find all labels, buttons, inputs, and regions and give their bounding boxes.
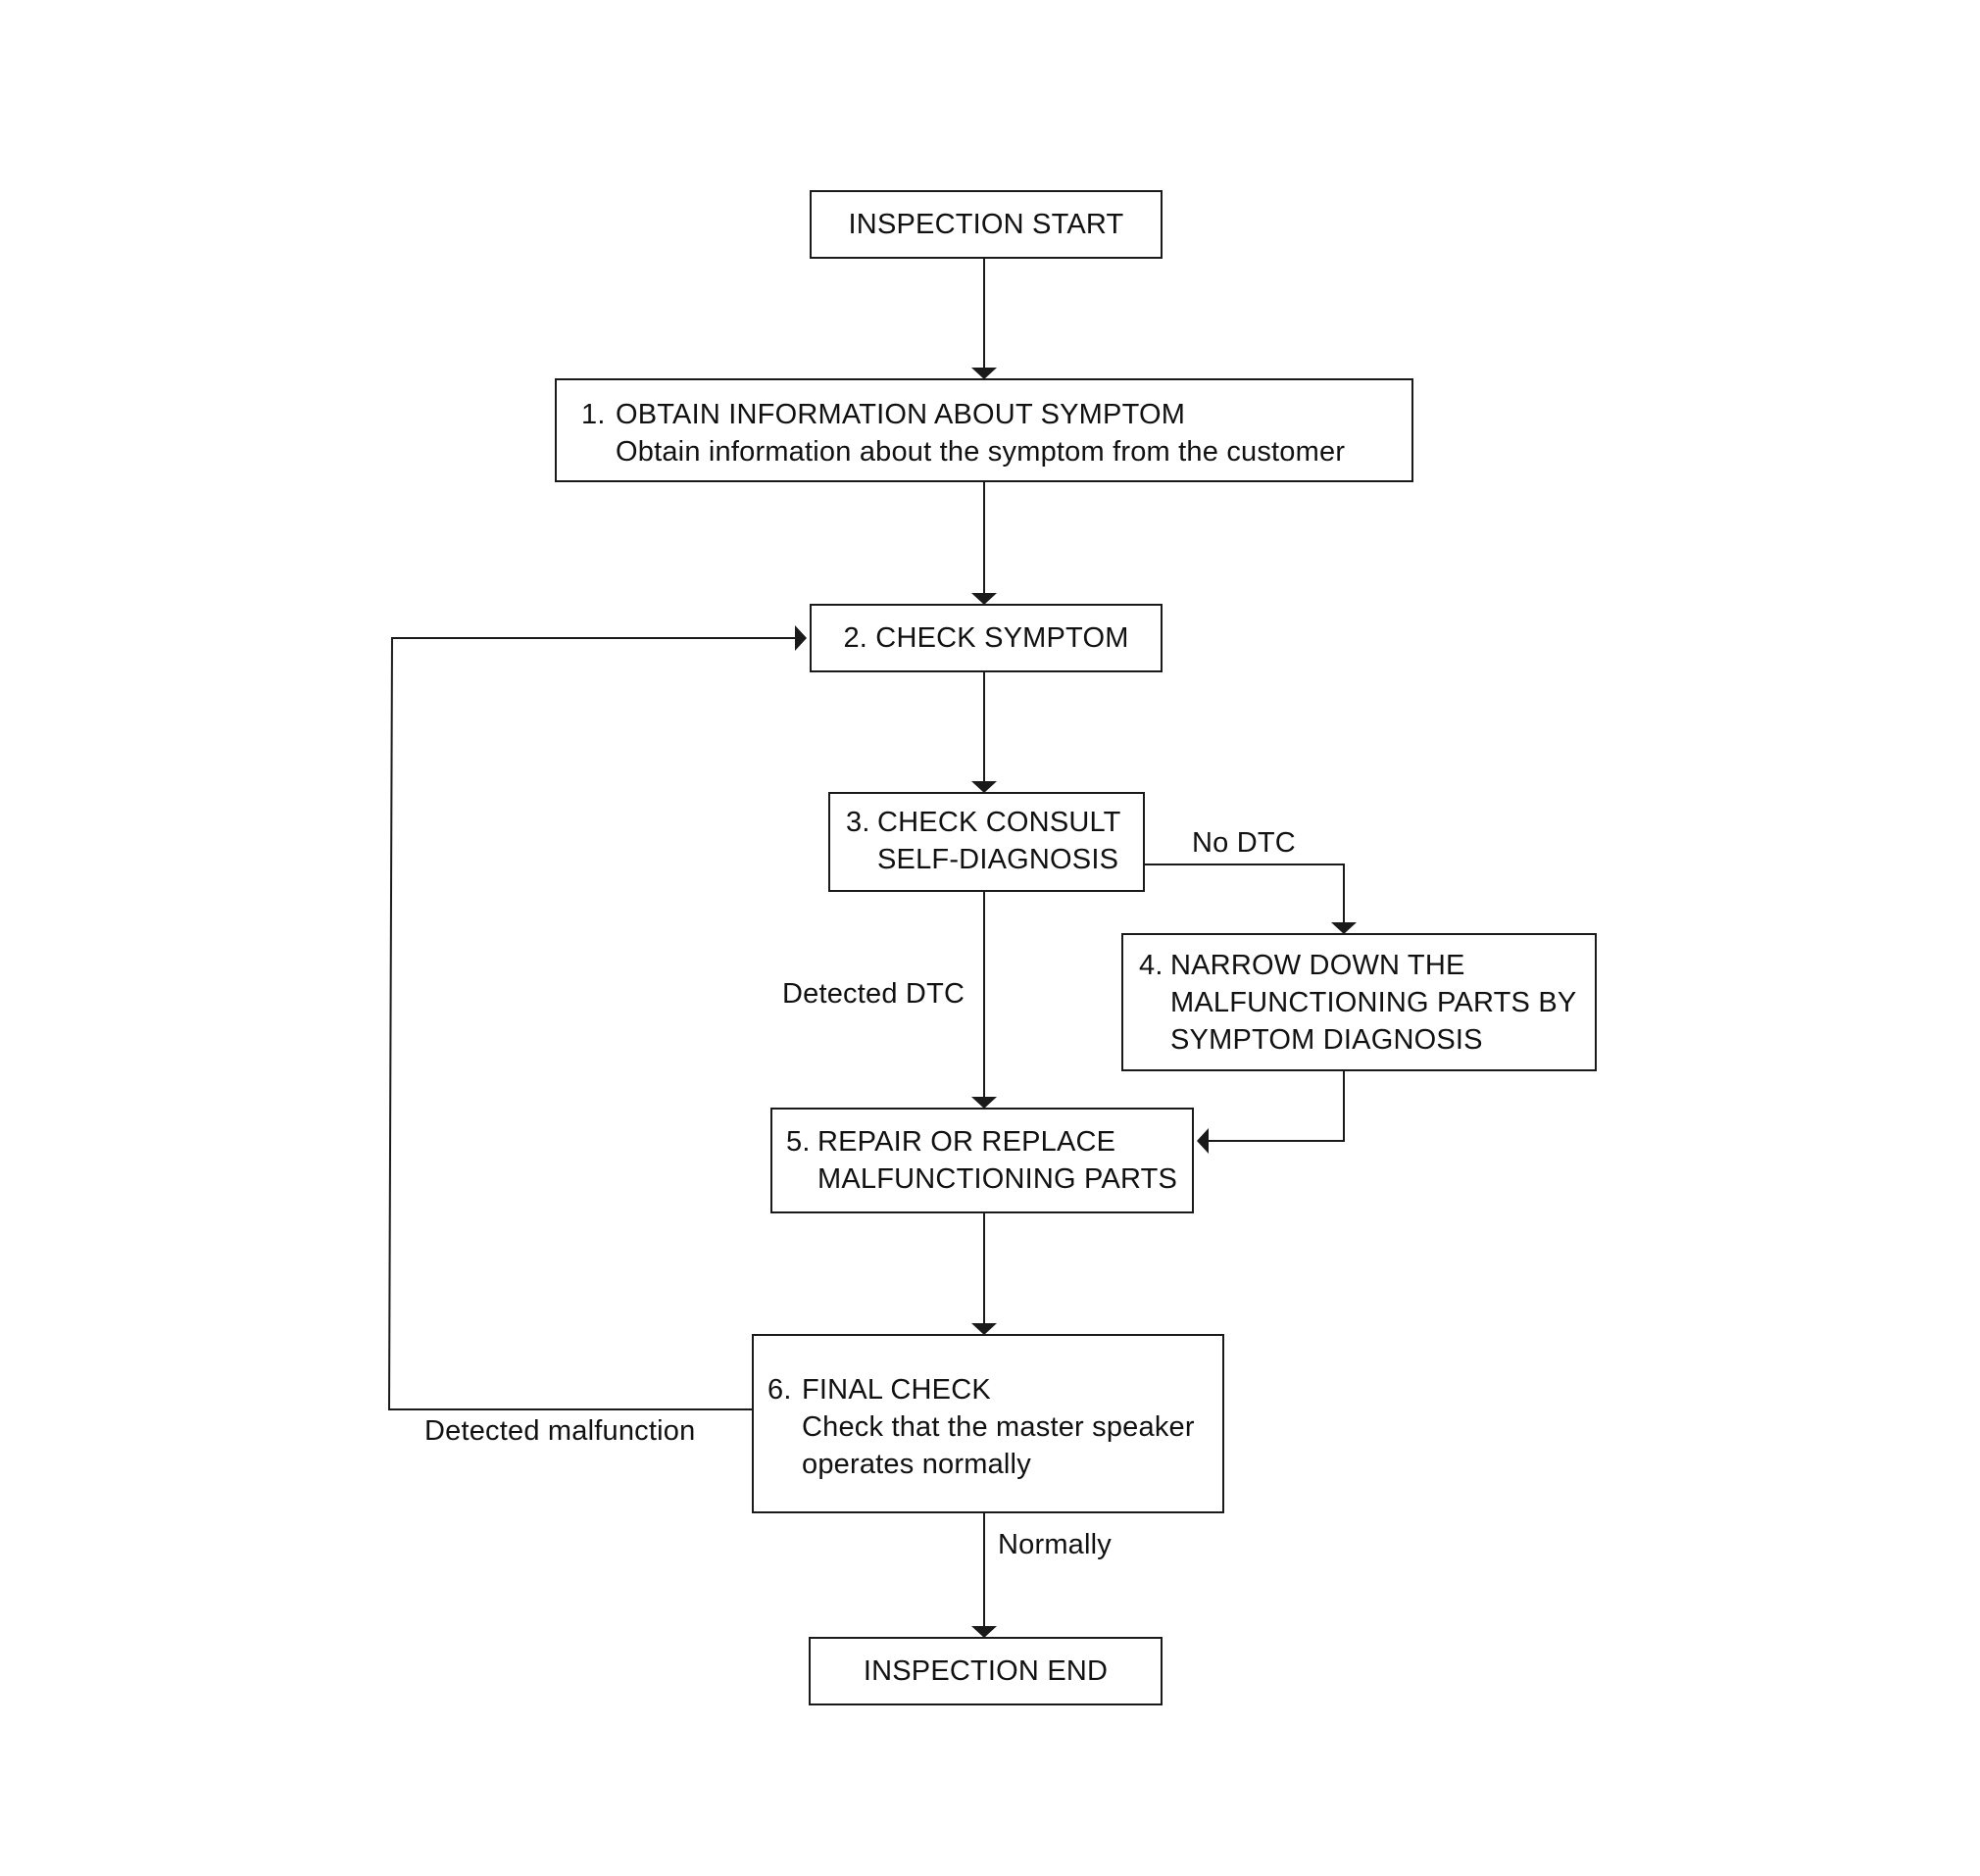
step6-detail-line2: operates normally [802, 1449, 1031, 1480]
inspection-start-label: INSPECTION START [848, 209, 1124, 240]
step4-box: 4. NARROW DOWN THE MALFUNCTIONING PARTS … [1121, 933, 1597, 1071]
step6-number: 6. [767, 1374, 792, 1406]
arrow-step3-to-step4 [1145, 864, 1357, 934]
step5-number: 5. [786, 1126, 811, 1158]
normally-label: Normally [998, 1529, 1112, 1560]
step4-line2: MALFUNCTIONING PARTS BY [1170, 987, 1577, 1018]
step6-detail-line1: Check that the master speaker [802, 1411, 1195, 1443]
step1-number: 1. [581, 399, 606, 430]
step5-box: 5. REPAIR OR REPLACE MALFUNCTIONING PART… [770, 1108, 1194, 1213]
step5-line2: MALFUNCTIONING PARTS [817, 1163, 1178, 1195]
step6-title: FINAL CHECK [802, 1374, 991, 1406]
step2-number: 2. [843, 622, 868, 654]
step2-title: CHECK SYMPTOM [875, 622, 1129, 654]
step1-detail: Obtain information about the symptom fro… [616, 436, 1346, 468]
arrow-step4-to-step5 [1197, 1071, 1345, 1154]
step4-line3: SYMPTOM DIAGNOSIS [1170, 1024, 1483, 1056]
inspection-start-box: INSPECTION START [810, 190, 1163, 259]
step3-box: 3. CHECK CONSULT SELF-DIAGNOSIS [828, 792, 1145, 892]
step3-line1: CHECK CONSULT [877, 807, 1121, 838]
detected-malfunction-label: Detected malfunction [424, 1415, 696, 1447]
step1-title: OBTAIN INFORMATION ABOUT SYMPTOM [616, 399, 1186, 430]
step3-number: 3. [846, 807, 870, 838]
inspection-end-label: INSPECTION END [863, 1655, 1109, 1687]
step4-number: 4. [1139, 950, 1163, 981]
step2-label: 2. CHECK SYMPTOM [843, 619, 1128, 657]
detected-dtc-label: Detected DTC [782, 978, 965, 1010]
step2-box: 2. CHECK SYMPTOM [810, 604, 1163, 672]
no-dtc-label: No DTC [1192, 827, 1296, 859]
step6-box: 6. FINAL CHECK Check that the master spe… [752, 1334, 1224, 1513]
step1-box: 1. OBTAIN INFORMATION ABOUT SYMPTOM Obta… [555, 378, 1413, 482]
inspection-end-box: INSPECTION END [809, 1637, 1163, 1705]
step5-line1: REPAIR OR REPLACE [817, 1126, 1116, 1158]
arrow-step6-to-step2-loop [387, 625, 807, 1410]
step3-line2: SELF-DIAGNOSIS [877, 844, 1119, 875]
step4-line1: NARROW DOWN THE [1170, 950, 1465, 981]
